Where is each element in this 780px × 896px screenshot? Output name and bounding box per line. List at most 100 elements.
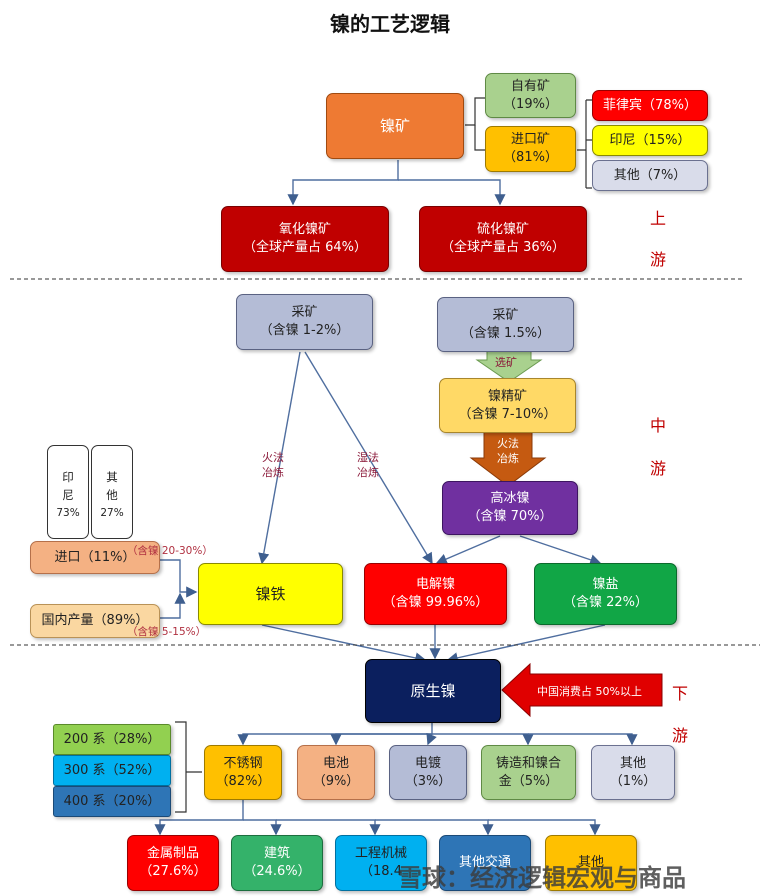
node-mining-b: 采矿 （含镍 1.5%） bbox=[437, 297, 574, 352]
node-battery-share: （9%） bbox=[312, 773, 360, 789]
beneficiation-label: 选矿 bbox=[495, 356, 517, 369]
node-others-use: 其他 （1%） bbox=[591, 745, 675, 800]
others-col-value: 27% bbox=[100, 506, 124, 519]
node-import-mine: 进口矿 （81%） bbox=[485, 126, 576, 172]
node-series-400-label: 400 系（20%） bbox=[63, 793, 161, 809]
node-nickel-iron: 镍铁 bbox=[198, 563, 343, 625]
indonesia-col-value: 73% bbox=[56, 506, 80, 519]
china-consumption-label: 中国消费占 50%以上 bbox=[537, 685, 642, 698]
arrow-import-nickeliron bbox=[160, 559, 198, 598]
node-oxide-ore-share: （全球产量占 64%） bbox=[242, 240, 368, 255]
stage-upstream-1: 上 bbox=[650, 209, 667, 228]
pyro-label: 火法 冶炼 bbox=[262, 450, 284, 481]
stage-midstream-2: 游 bbox=[650, 459, 667, 478]
node-electrolytic-grade: （含镍 99.96%） bbox=[382, 595, 489, 610]
hydro-label-line2: 冶炼 bbox=[357, 466, 379, 480]
arrow-primary-stainless bbox=[237, 722, 433, 746]
node-import-mine-share: （81%） bbox=[503, 150, 558, 165]
arrow-matte-salt bbox=[519, 535, 602, 566]
node-mining-a-title: 采矿 bbox=[291, 305, 318, 321]
node-alloy-share: 金（5%） bbox=[498, 773, 559, 789]
node-nickel-iron-label: 镍铁 bbox=[255, 584, 286, 603]
node-oxide-ore-title: 氧化镍矿 bbox=[278, 222, 331, 238]
node-transport: 其他交通 bbox=[439, 835, 531, 891]
arrow-salt-primary bbox=[446, 624, 606, 664]
arrow-primary-battery bbox=[330, 733, 432, 746]
node-own-mine-title: 自有矿 bbox=[510, 78, 550, 94]
arrow-matte-electrolytic bbox=[435, 535, 501, 565]
node-machinery-title: 工程机械 bbox=[354, 846, 407, 862]
connector-ore-import bbox=[474, 125, 485, 151]
node-construction-share: （24.6%） bbox=[243, 864, 311, 879]
node-import-nfe-label: 进口（11%） bbox=[54, 549, 136, 565]
arrow-stainless-transport bbox=[375, 819, 494, 836]
node-sulfide-ore-share: （全球产量占 36%） bbox=[440, 240, 566, 255]
arrow-hydro bbox=[304, 351, 433, 565]
arrow-primary-others bbox=[528, 733, 638, 746]
arrow-stainless-machinery bbox=[276, 819, 381, 836]
node-others-use-share: （1%） bbox=[609, 773, 657, 789]
node-series-200: 200 系（28%） bbox=[53, 724, 171, 755]
node-nickel-salt-title: 镍盐 bbox=[592, 577, 619, 593]
arrow-ore-sulfide bbox=[398, 179, 506, 206]
stage-downstream-2: 游 bbox=[672, 726, 689, 745]
node-own-mine: 自有矿 （19%） bbox=[485, 73, 576, 118]
arrow-ore-oxide bbox=[287, 160, 399, 206]
pyro-label-line2: 冶炼 bbox=[262, 466, 284, 480]
pyro-label-line1: 火法 bbox=[262, 451, 284, 464]
node-primary-nickel-label: 原生镍 bbox=[410, 681, 456, 700]
indonesia-col-line2: 尼 bbox=[62, 488, 74, 503]
node-others-a-label: 其他（7%） bbox=[613, 167, 687, 183]
node-nickel-salt: 镍盐 （含镍 22%） bbox=[534, 563, 677, 625]
node-oxide-ore: 氧化镍矿 （全球产量占 64%） bbox=[221, 206, 389, 272]
node-own-mine-share: （19%） bbox=[503, 96, 558, 112]
hydro-label-line1: 湿法 bbox=[357, 451, 379, 464]
node-mining-a-grade: （含镍 1-2%） bbox=[259, 323, 350, 338]
node-concentrate: 镍精矿 （含镍 7-10%） bbox=[439, 378, 576, 433]
node-philippines: 菲律宾（78%） bbox=[592, 90, 708, 121]
arrow-pyro bbox=[258, 351, 301, 565]
node-indonesia: 印尼（15%） bbox=[592, 125, 708, 156]
node-electrolytic: 电解镍 （含镍 99.96%） bbox=[364, 563, 507, 625]
arrow-primary-alloy bbox=[432, 733, 534, 746]
node-battery: 电池 （9%） bbox=[297, 745, 375, 800]
arrow-primary-plating bbox=[426, 732, 437, 746]
watermark-text: 雪球：经济逻辑宏观与商品 bbox=[398, 864, 686, 892]
node-matte-title: 高冰镍 bbox=[490, 491, 530, 507]
node-metal-products-share: （27.6%） bbox=[139, 864, 207, 879]
node-others-column: 其 他 27% bbox=[91, 445, 133, 539]
indonesia-col-line1: 印 bbox=[62, 470, 74, 484]
stage-downstream-1: 下 bbox=[672, 684, 689, 703]
node-others-a: 其他（7%） bbox=[592, 160, 708, 191]
node-series-200-label: 200 系（28%） bbox=[63, 731, 161, 747]
node-import-nfe: 进口（11%） bbox=[30, 541, 160, 574]
stage-midstream-1: 中 bbox=[650, 416, 667, 435]
node-series-300-label: 300 系（52%） bbox=[63, 762, 161, 778]
node-nickel-ore-label: 镍矿 bbox=[379, 116, 410, 135]
node-plating-title: 电镀 bbox=[414, 755, 441, 771]
arrow-stainless-construction bbox=[243, 819, 282, 836]
node-construction: 建筑 （24.6%） bbox=[231, 835, 323, 891]
node-alloy-title: 铸造和镍合 bbox=[495, 755, 561, 771]
hydro-label: 湿法 冶炼 bbox=[357, 450, 379, 481]
node-transport-title: 其他交通 bbox=[458, 855, 511, 871]
node-alloy: 铸造和镍合 金（5%） bbox=[481, 745, 576, 800]
page-title: 镍的工艺逻辑 bbox=[330, 12, 450, 36]
node-nickel-salt-grade: （含镍 22%） bbox=[562, 595, 649, 610]
node-sulfide-ore: 硫化镍矿 （全球产量占 36%） bbox=[419, 206, 587, 272]
node-matte-grade: （含镍 70%） bbox=[467, 509, 553, 524]
node-construction-title: 建筑 bbox=[263, 846, 290, 862]
arrow-domestic-nickeliron bbox=[160, 592, 186, 619]
node-metal-products-title: 金属制品 bbox=[146, 846, 199, 862]
others-col-line1: 其 bbox=[106, 470, 118, 484]
smelt-arrow-line2: 冶炼 bbox=[497, 452, 519, 466]
smelt-arrow-label: 火法 冶炼 bbox=[497, 436, 519, 467]
node-mining-a: 采矿 （含镍 1-2%） bbox=[236, 294, 373, 350]
arrow-stainless-others bbox=[488, 819, 601, 836]
brace-import-countries bbox=[577, 99, 592, 189]
node-domestic-nfe: 国内产量（89%） bbox=[30, 604, 160, 638]
node-machinery: 工程机械 （18.4 bbox=[335, 835, 427, 891]
node-import-mine-title: 进口矿 bbox=[510, 132, 550, 148]
brace-stainless-series bbox=[175, 721, 202, 813]
node-concentrate-grade: （含镍 7-10%） bbox=[458, 406, 557, 422]
